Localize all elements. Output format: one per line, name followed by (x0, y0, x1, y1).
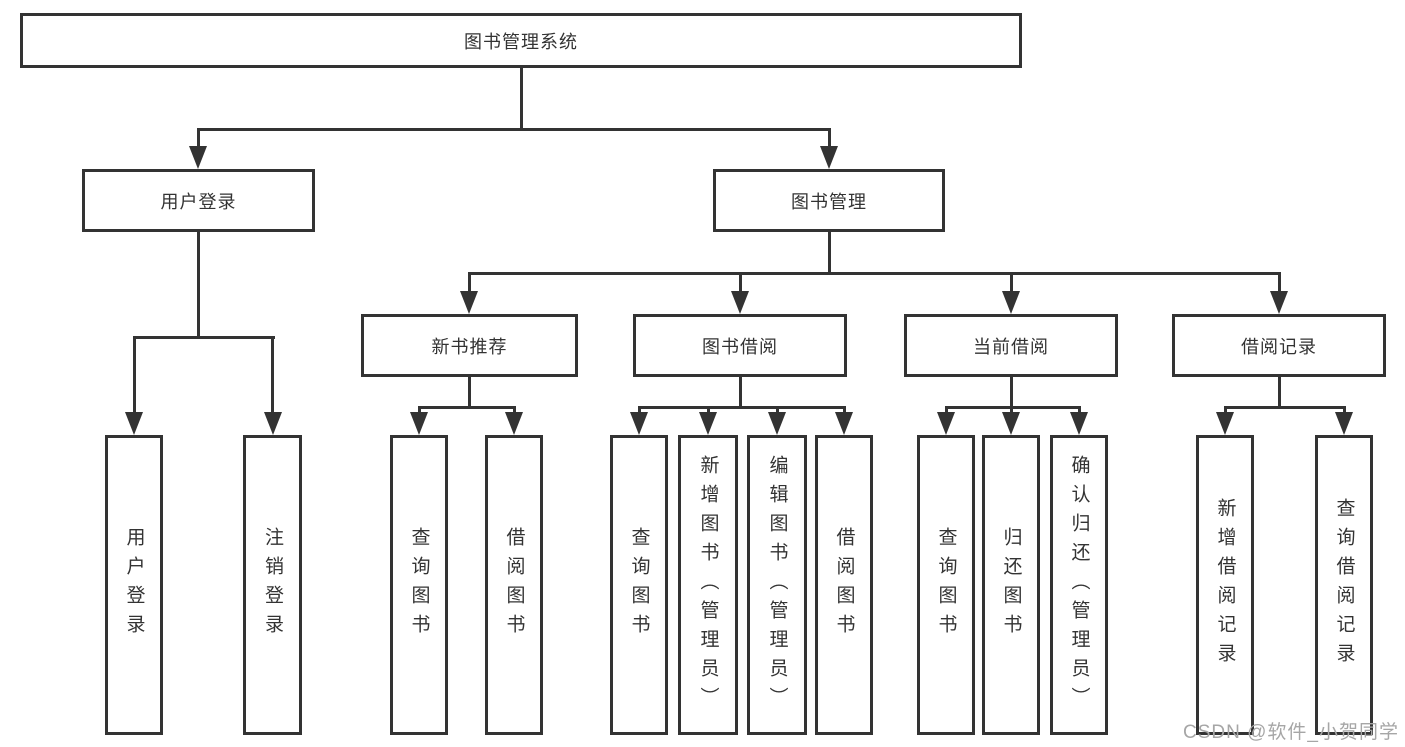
connector-arrow (1216, 412, 1234, 435)
connector-line (944, 406, 948, 416)
connector-arrow (460, 291, 478, 314)
connector-line (1009, 272, 1013, 294)
connector-line (1009, 406, 1013, 416)
connector-line (706, 406, 710, 416)
node-label: 注销登录 (262, 527, 283, 643)
node-label: 新增图书（管理员） (697, 454, 719, 716)
node-label: 借阅记录 (1241, 336, 1317, 357)
connector-arrow (699, 412, 717, 435)
connector-line (827, 128, 831, 150)
connector-line (417, 406, 421, 416)
connector-arrow (125, 412, 143, 435)
connector-line (271, 336, 274, 416)
connector-line (827, 232, 831, 272)
connector-line (637, 406, 641, 416)
leaf-logout: 注销登录 (243, 435, 302, 735)
connector-arrow (937, 412, 955, 435)
connector-line (196, 128, 831, 131)
connector-arrow (264, 412, 282, 435)
node-book-borrow: 图书借阅 (633, 314, 847, 377)
csdn-watermark: CSDN @软件_小贺同学 (1183, 722, 1399, 743)
node-label: 用户登录 (123, 527, 145, 643)
connector-arrow (1002, 291, 1020, 314)
connector-line (1009, 377, 1013, 406)
connector-line (1342, 406, 1346, 416)
connector-line (417, 406, 516, 409)
connector-line (196, 128, 200, 150)
connector-line (1077, 406, 1081, 416)
connector-arrow (1002, 412, 1020, 435)
connector-line (467, 377, 471, 406)
node-label: 查询图书 (408, 527, 430, 643)
connector-arrow (1270, 291, 1288, 314)
node-new-book-recommend: 新书推荐 (361, 314, 578, 377)
node-label: 编辑图书（管理员） (766, 454, 788, 716)
node-label: 当前借阅 (973, 336, 1049, 357)
leaf-borrow-books-1: 借阅图书 (485, 435, 543, 735)
connector-arrow (820, 146, 838, 169)
connector-arrow (410, 412, 428, 435)
leaf-query-books-1: 查询图书 (390, 435, 448, 735)
node-label: 图书借阅 (702, 336, 778, 357)
connector-arrow (1070, 412, 1088, 435)
leaf-add-books-admin: 新增图书（管理员） (678, 435, 738, 735)
connector-arrow (189, 146, 207, 169)
leaf-query-borrow-record: 查询借阅记录 (1315, 435, 1373, 735)
connector-arrow (731, 291, 749, 314)
node-label: 归还图书 (1000, 527, 1022, 643)
node-book-management: 图书管理 (713, 169, 945, 232)
node-label: 查询借阅记录 (1333, 498, 1355, 672)
connector-arrow (505, 412, 523, 435)
connector-arrow (630, 412, 648, 435)
node-label: 图书管理系统 (464, 31, 578, 52)
connector-arrow (835, 412, 853, 435)
leaf-return-books: 归还图书 (982, 435, 1040, 735)
connector-line (512, 406, 516, 416)
leaf-query-books-3: 查询图书 (917, 435, 975, 735)
connector-line (467, 272, 471, 294)
leaf-add-borrow-record: 新增借阅记录 (1196, 435, 1254, 735)
node-label: 借阅图书 (833, 527, 855, 643)
node-borrow-records: 借阅记录 (1172, 314, 1386, 377)
node-label: 查询图书 (628, 527, 650, 643)
leaf-query-books-2: 查询图书 (610, 435, 668, 735)
node-label: 用户登录 (160, 191, 237, 212)
leaf-borrow-books-2: 借阅图书 (815, 435, 873, 735)
leaf-edit-books-admin: 编辑图书（管理员） (747, 435, 807, 735)
node-label: 查询图书 (935, 527, 957, 643)
connector-arrow (1335, 412, 1353, 435)
node-current-borrow: 当前借阅 (904, 314, 1118, 377)
node-label: 新增借阅记录 (1214, 498, 1236, 672)
connector-line (519, 68, 523, 128)
connector-line (842, 406, 846, 416)
node-user-login: 用户登录 (82, 169, 315, 232)
connector-line (637, 406, 846, 409)
connector-line (1277, 272, 1281, 294)
connector-line (132, 336, 136, 416)
leaf-user-login: 用户登录 (105, 435, 163, 735)
connector-line (738, 377, 742, 406)
leaf-confirm-return-admin: 确认归还（管理员） (1050, 435, 1108, 735)
connector-line (1277, 377, 1281, 406)
node-label: 确认归还（管理员） (1068, 454, 1090, 716)
connector-line (196, 232, 200, 336)
connector-line (1223, 406, 1346, 409)
connector-line (467, 272, 1281, 275)
connector-line (944, 406, 1081, 409)
node-label: 图书管理 (791, 191, 867, 212)
node-label: 借阅图书 (503, 527, 525, 643)
connector-line (132, 336, 275, 339)
node-label: 新书推荐 (431, 336, 508, 357)
connector-line (775, 406, 779, 416)
connector-arrow (768, 412, 786, 435)
node-library-management-system: 图书管理系统 (20, 13, 1022, 68)
connector-line (738, 272, 742, 294)
connector-line (1223, 406, 1227, 416)
